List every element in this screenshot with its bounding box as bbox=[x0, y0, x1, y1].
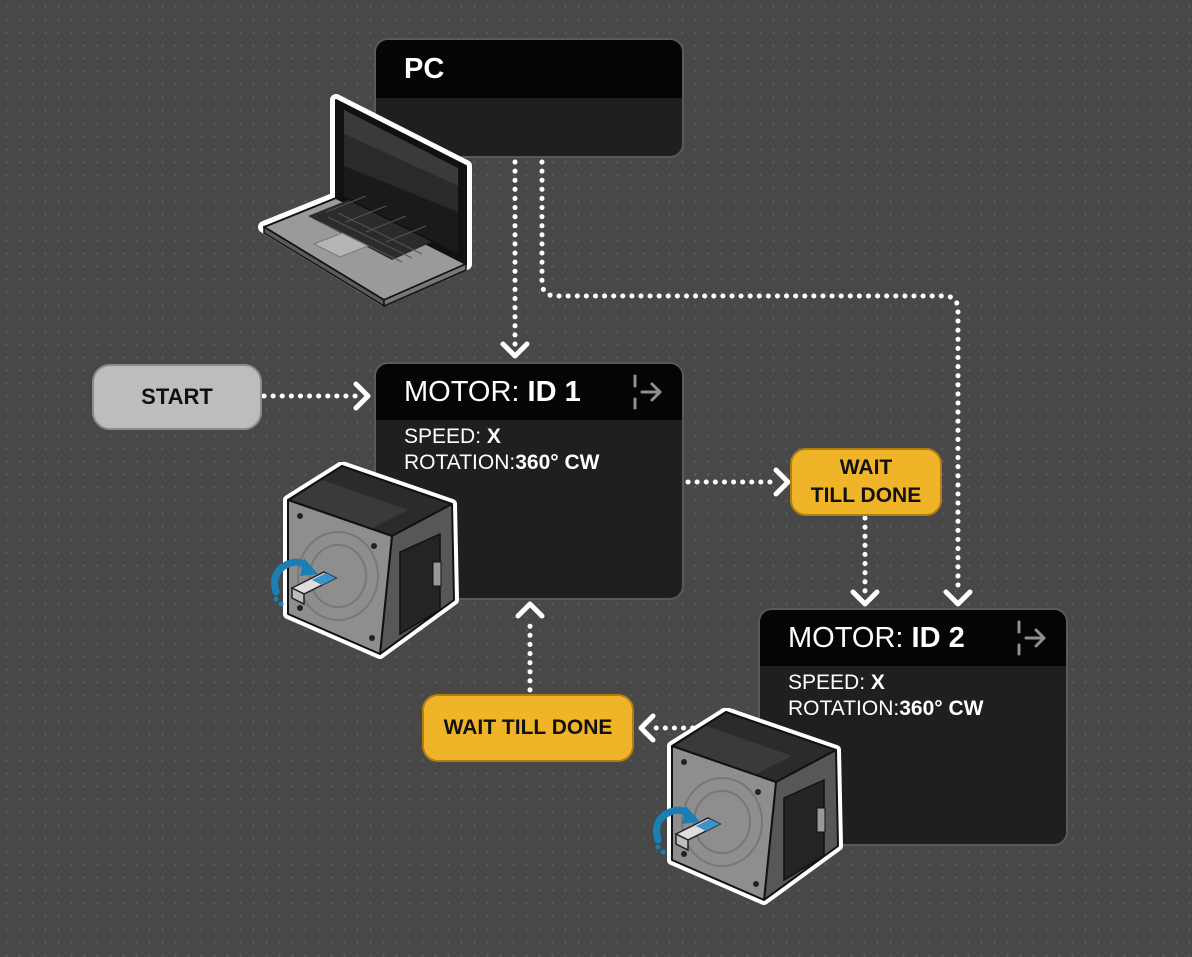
motor1-speed-label: SPEED: bbox=[404, 425, 487, 448]
stepper-motor-icon bbox=[667, 708, 843, 905]
motor1-title-id: ID 1 bbox=[527, 375, 581, 408]
exit-icon[interactable] bbox=[1016, 619, 1048, 657]
motor1-node-body: SPEED: X ROTATION:360° CW bbox=[376, 420, 682, 476]
pc-node-title: PC bbox=[404, 52, 445, 85]
start-button-label: START bbox=[141, 384, 213, 409]
motor2-node[interactable]: MOTOR: ID 2 SPEED: X ROTATION:360° CW bbox=[758, 608, 1068, 846]
motor2-speed-value: X bbox=[870, 671, 885, 694]
motor2-rotation-value: 360° CW bbox=[899, 697, 984, 720]
motor1-rotation-value: 360° CW bbox=[515, 451, 600, 474]
motor2-rotation-label: ROTATION: bbox=[788, 697, 900, 720]
arrowhead-motor1-bottom bbox=[515, 601, 545, 619]
arrowhead-motor2-top-right bbox=[943, 589, 973, 607]
motor1-speed-value: X bbox=[486, 425, 501, 448]
motor2-title-id: ID 2 bbox=[911, 621, 965, 654]
motor1-title-prefix: MOTOR: bbox=[404, 375, 520, 408]
arrowhead-motor1-top bbox=[500, 341, 530, 359]
pc-node-header: PC bbox=[376, 40, 682, 98]
motor1-rotation-row: ROTATION:360° CW bbox=[404, 450, 682, 476]
motor1-node-header: MOTOR: ID 1 bbox=[376, 364, 682, 420]
rotation-arrow-icon bbox=[653, 806, 700, 855]
arrowhead-motor1-left bbox=[353, 381, 371, 411]
pc-node[interactable]: PC bbox=[374, 38, 684, 158]
motor2-node-header: MOTOR: ID 2 bbox=[760, 610, 1066, 666]
connector-pc-to-motor2 bbox=[539, 159, 961, 595]
exit-icon[interactable] bbox=[632, 373, 664, 411]
motor2-speed-label: SPEED: bbox=[788, 671, 871, 694]
motor1-rotation-label: ROTATION: bbox=[404, 451, 516, 474]
arrowhead-wait1-left bbox=[773, 467, 791, 497]
rotation-arrow-icon bbox=[271, 558, 318, 607]
stepper-motor-icon bbox=[283, 462, 459, 659]
start-button[interactable]: START bbox=[92, 364, 262, 430]
motor2-title-prefix: MOTOR: bbox=[788, 621, 904, 654]
laptop-icon bbox=[258, 94, 472, 308]
wait2-label: WAIT TILL DONE bbox=[443, 716, 613, 739]
arrowhead-motor2-top-left bbox=[850, 589, 880, 607]
wait1-line1: WAIT bbox=[839, 456, 893, 479]
wait-till-done-node-1[interactable]: WAIT TILL DONE bbox=[790, 448, 942, 516]
wait1-line2: TILL DONE bbox=[810, 484, 922, 507]
motor2-node-body: SPEED: X ROTATION:360° CW bbox=[760, 666, 1066, 722]
wait-till-done-node-2[interactable]: WAIT TILL DONE bbox=[422, 694, 634, 762]
motor2-rotation-row: ROTATION:360° CW bbox=[788, 696, 1066, 722]
arrowhead-wait2-right bbox=[638, 713, 656, 743]
motor1-speed-row: SPEED: X bbox=[404, 424, 682, 450]
motor2-speed-row: SPEED: X bbox=[788, 670, 1066, 696]
